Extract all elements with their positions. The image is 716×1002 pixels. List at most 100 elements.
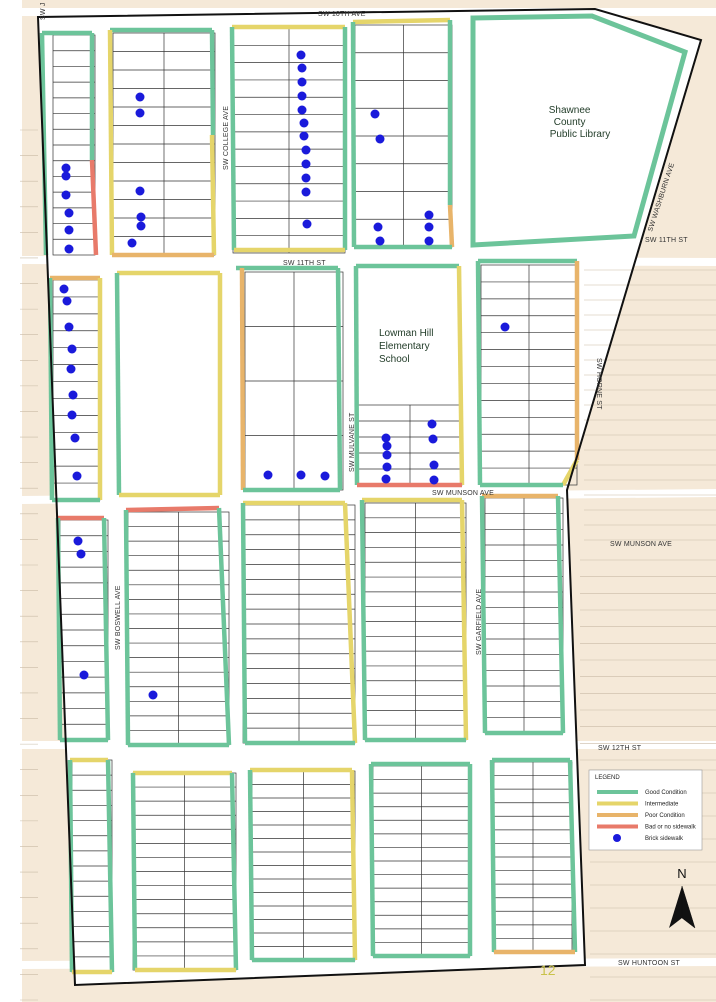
brick-sidewalk-marker (59, 284, 69, 294)
brick-sidewalk-marker (297, 105, 307, 115)
sidewalk-segment (209, 134, 217, 256)
school-label-line-3: School (379, 354, 410, 365)
study-area-boundary (36, 7, 703, 987)
brick-sidewalk-marker (67, 344, 77, 354)
sidewalk-segment (352, 17, 451, 25)
brick-sidewalk-marker (136, 221, 146, 231)
brick-sidewalk-marker (375, 236, 385, 246)
brick-sidewalk-marker (370, 109, 380, 119)
north-arrow-icon: N (669, 866, 696, 929)
street-label-sw-garfield-ave: SW GARFIELD AVE (476, 589, 483, 655)
sidewalk-segment (342, 502, 358, 744)
sidewalk-segments (39, 17, 580, 975)
brick-sidewalk-marker (429, 460, 439, 470)
street-label-sw-mulvane-st: SW MULVANE ST (349, 412, 356, 472)
street-label-sw-11th-st-east: SW 11TH ST (645, 237, 688, 244)
brick-sidewalk-marker (424, 236, 434, 246)
brick-sidewalk-marker (67, 410, 77, 420)
brick-sidewalk-marker (500, 322, 510, 332)
brick-sidewalk-marker (320, 471, 330, 481)
sidewalk-segment (335, 267, 343, 491)
north-arrow-label: N (677, 866, 686, 881)
sidewalk-segment (105, 759, 115, 973)
brick-sidewalk-marker (424, 222, 434, 232)
brick-sidewalk-marker (302, 219, 312, 229)
library-label-line-2: County (554, 117, 586, 128)
brick-sidewalk-marker (73, 536, 83, 546)
brick-sidewalk-marker (61, 163, 71, 173)
sidewalk-segment (240, 502, 248, 744)
brick-sidewalk-marker (61, 190, 71, 200)
brick-sidewalk-marker (427, 419, 437, 429)
brick-sidewalk-marker (135, 92, 145, 102)
school-label-line-2: Elementary (379, 341, 430, 352)
brick-sidewalk-marker (79, 670, 89, 680)
sidewalk-segment (229, 772, 239, 971)
brick-sidewalk-marker (64, 244, 74, 254)
brick-sidewalk-marker (381, 433, 391, 443)
sidewalk-segment (123, 509, 131, 746)
sidewalk-segment (350, 21, 357, 248)
street-label-sw-horne-st: SW HORNE ST (595, 358, 602, 410)
brick-sidewalk-marker (135, 108, 145, 118)
brick-sidewalk-marker (127, 238, 137, 248)
brick-sidewalk-marker (301, 173, 311, 183)
brick-sidewalk-marker (136, 212, 146, 222)
brick-sidewalk-marker (373, 222, 383, 232)
brick-sidewalk-marker (62, 296, 72, 306)
school-label: Lowman Hill Elementary School (379, 328, 436, 365)
library-label: Shawnee County Public Library (549, 105, 611, 140)
sidewalk-segment (229, 26, 237, 251)
brick-sidewalk-marker (61, 171, 71, 181)
library-label-line-3: Public Library (550, 129, 611, 140)
brick-sidewalk-marker (70, 433, 80, 443)
brick-sidewalk-marker (66, 364, 76, 374)
street-label-sw-munson-ave: SW MUNSON AVE (432, 490, 494, 497)
brick-sidewalk-marker (297, 77, 307, 87)
legend-box (588, 769, 703, 851)
sidewalk-segment (489, 759, 497, 953)
brick-sidewalk-marker (68, 390, 78, 400)
street-label-sw-boswell-ave: SW BOSWELL AVE (115, 585, 122, 650)
street-label-sw-munson-ave-east: SW MUNSON AVE (610, 541, 672, 548)
brick-sidewalk-marker (381, 474, 391, 484)
sidewalk-segment (239, 267, 246, 491)
brick-sidewalk-marker (299, 131, 309, 141)
brick-sidewalk-marker (424, 210, 434, 220)
brick-sidewalk-marker (301, 187, 311, 197)
legend-title: LEGEND (595, 775, 620, 781)
legend-label: Intermediate (645, 802, 679, 808)
street-label-sw-college-ave: SW COLLEGE AVE (223, 106, 230, 170)
brick-sidewalk-marker (296, 50, 306, 60)
brick-sidewalk-marker (76, 549, 86, 559)
left-page-margin (0, 0, 22, 1002)
sidewalk-segment (368, 763, 376, 957)
legend-swatch-dot (613, 834, 621, 842)
brick-sidewalk-marker (301, 159, 311, 169)
street-label-sw-12th-st: SW 12TH ST (598, 745, 642, 752)
sidewalk-segment (130, 772, 138, 971)
legend-label: Brick sidewalk (645, 836, 684, 842)
brick-sidewalk-marker (64, 322, 74, 332)
legend-label: Poor Condition (645, 813, 685, 819)
brick-sidewalk-marker (382, 441, 392, 451)
brick-sidewalk-marker (429, 475, 439, 485)
north-arrow-left-half (669, 886, 682, 928)
brick-sidewalk-marker (301, 145, 311, 155)
sidewalk-segment (247, 769, 255, 961)
sidewalk-segment (349, 769, 358, 961)
sidewalk-segment (216, 507, 232, 746)
brick-sidewalk-marker (135, 186, 145, 196)
sidewalk-segment (101, 517, 111, 741)
sidewalk-segment (447, 204, 455, 248)
sidewalk-segment (114, 272, 122, 496)
sidewalk-segment (479, 495, 488, 734)
sidewalk-segment (475, 260, 483, 486)
brick-sidewalk-marker (64, 208, 74, 218)
school-label-line-1: Lowman Hill (379, 328, 433, 339)
brick-sidewalk-marker (148, 690, 158, 700)
brick-sidewalk-marker (263, 470, 273, 480)
sidewalk-segment (125, 505, 220, 513)
